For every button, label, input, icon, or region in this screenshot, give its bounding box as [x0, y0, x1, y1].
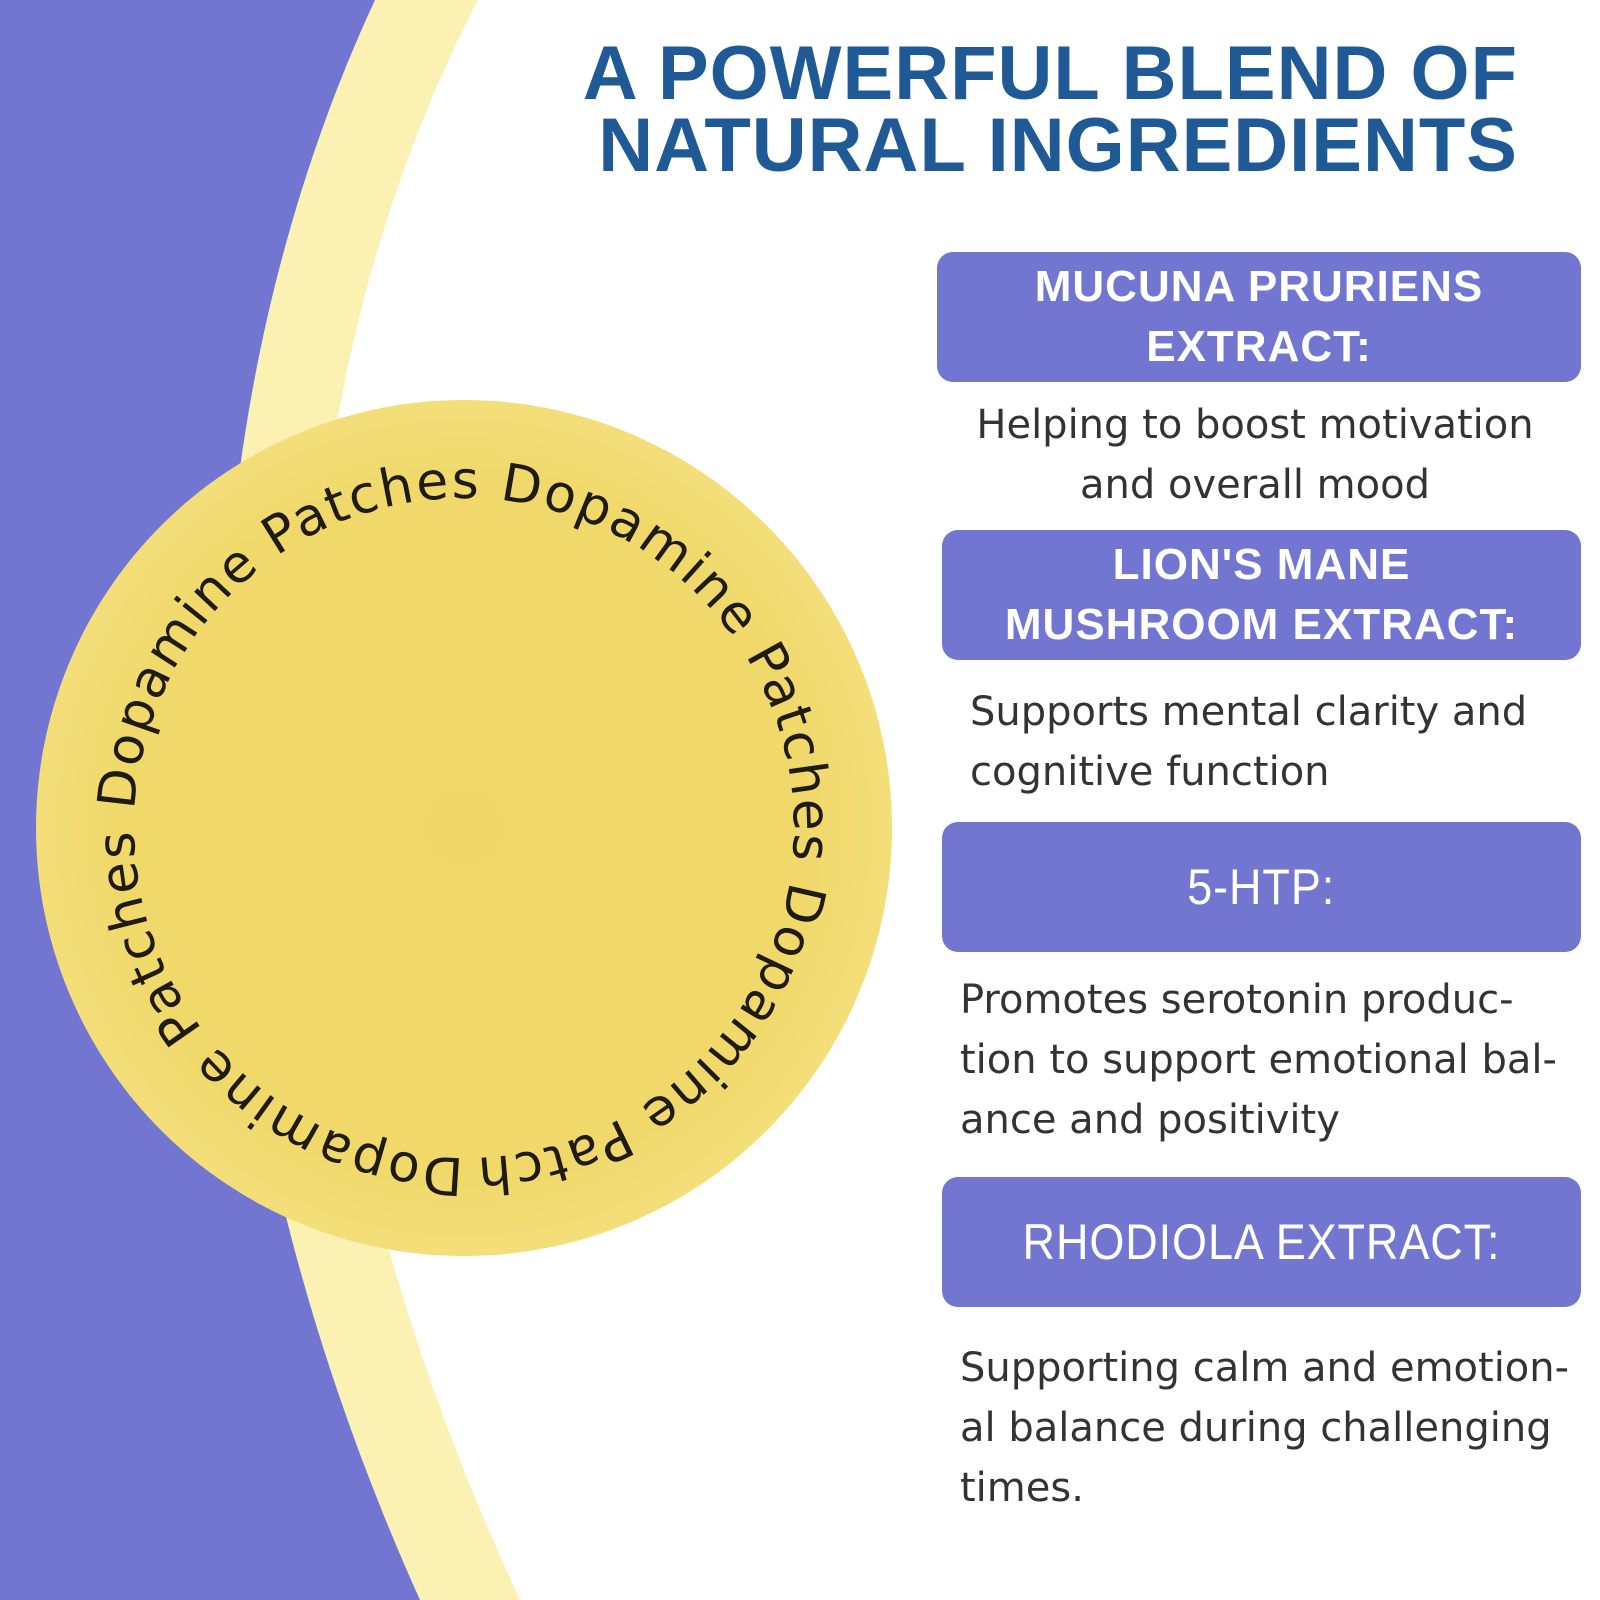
ingredient-title-lions-mane: LION'S MANE MUSHROOM EXTRACT:	[942, 530, 1581, 660]
ingredient-title-mucuna: MUCUNA PRURIENS EXTRACT:	[937, 252, 1581, 382]
ingredient-title-5htp: 5-HTP:	[942, 822, 1581, 952]
ingredient-title-rhodiola: RHODIOLA EXTRACT:	[942, 1177, 1581, 1307]
headline-line-1: A POWERFUL BLEND OF	[582, 31, 1518, 116]
ingredient-title-label: MUCUNA PRURIENS EXTRACT:	[1034, 262, 1484, 371]
headline-line-2: NATURAL INGREDIENTS	[598, 103, 1518, 188]
headline: A POWERFUL BLEND OF NATURAL INGREDIENTS	[518, 31, 1518, 188]
ingredient-title-label: RHODIOLA EXTRACT:	[1022, 1214, 1501, 1270]
patch-disc	[36, 400, 892, 1256]
ingredient-title-label: LION'S MANE MUSHROOM EXTRACT:	[1004, 540, 1519, 649]
ingredient-description-mucuna: Helping to boost motivation and overall …	[976, 402, 1534, 508]
ingredient-title-label: 5-HTP:	[1187, 859, 1336, 915]
ingredient-description-rhodiola: Supporting calm and emotion-al balance d…	[960, 1345, 1570, 1511]
ingredient-description-5htp: Promotes serotonin produc-tion to suppor…	[960, 977, 1557, 1143]
ingredient-description-lions-mane: Supports mental clarity and cognitive fu…	[970, 689, 1528, 795]
